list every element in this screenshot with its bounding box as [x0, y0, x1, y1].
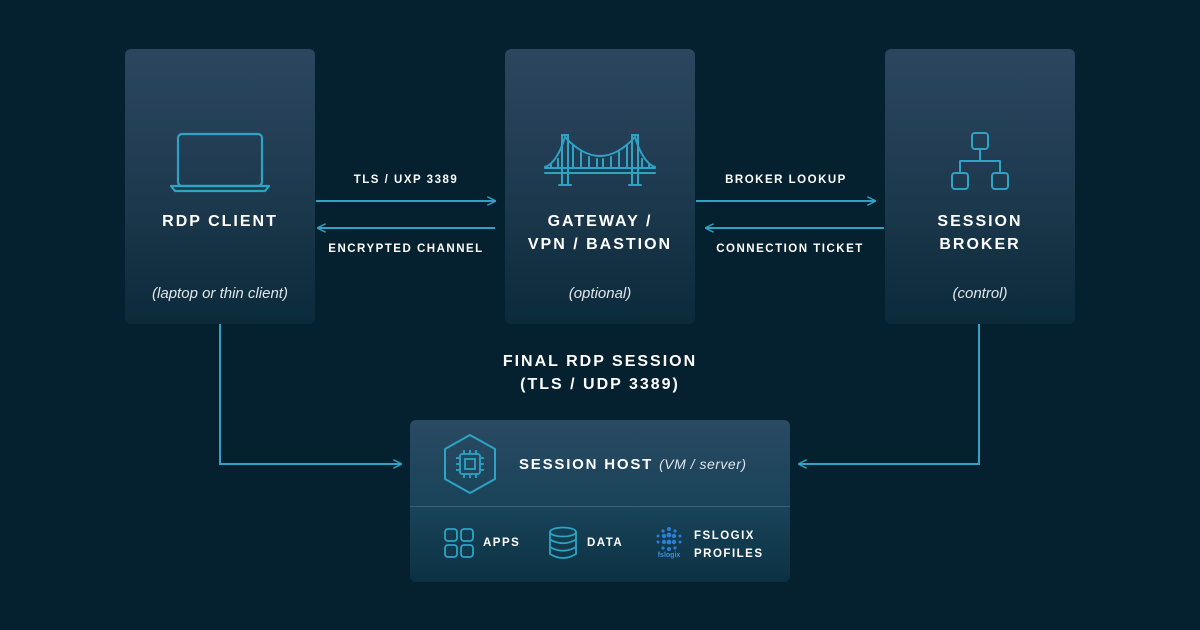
gateway-node: GATEWAY / VPN / BASTION (optional)	[505, 49, 695, 324]
label-broker-lookup: BROKER LOOKUP	[725, 174, 847, 186]
final-session-label: FINAL RDP SESSION	[502, 353, 698, 370]
gateway-subtitle: (optional)	[568, 285, 632, 302]
arrow-broker-to-host	[799, 324, 980, 464]
broker-subtitle: (control)	[952, 285, 1008, 302]
rdp-client-node: RDP CLIENT (laptop or thin client)	[125, 49, 315, 324]
fslogix-label: FSLOGIX	[694, 530, 755, 542]
session-host-note: (VM / server)	[659, 456, 747, 472]
data-label: DATA	[587, 537, 624, 549]
apps-label: APPS	[483, 537, 521, 549]
final-session-protocol: (TLS / UDP 3389)	[520, 376, 680, 393]
hierarchy-icon	[951, 132, 1009, 190]
rdp-client-title: RDP CLIENT	[162, 213, 278, 230]
broker-title-line2: BROKER	[939, 236, 1021, 253]
arrow-client-to-host	[219, 324, 401, 464]
fslogix-logo-text: fslogix	[657, 552, 681, 559]
broker-title-line1: SESSION	[937, 213, 1023, 230]
rdp-client-subtitle: (laptop or thin client)	[152, 285, 288, 302]
session-host-name: SESSION HOST	[519, 456, 654, 473]
fslogix-logo: fslogix	[654, 526, 684, 562]
session-host-node: SESSION HOST (VM / server) APPS DATA fslo…	[410, 420, 790, 582]
gateway-title-line1: GATEWAY /	[547, 213, 653, 230]
database-icon	[549, 526, 577, 559]
session-broker-node: SESSION BROKER (control)	[885, 49, 1075, 324]
label-connection-ticket: CONNECTION TICKET	[716, 243, 864, 255]
apps-grid-icon	[444, 528, 474, 558]
label-tls-uxp: TLS / UXP 3389	[353, 174, 459, 186]
cpu-chip-icon	[444, 434, 496, 494]
host-divider	[410, 506, 790, 507]
label-encrypted-channel: ENCRYPTED CHANNEL	[328, 243, 484, 255]
bridge-icon	[544, 134, 656, 186]
profiles-label: PROFILES	[694, 548, 764, 560]
fslogix-dots-icon	[656, 527, 682, 551]
laptop-icon	[170, 132, 270, 193]
session-host-title: SESSION HOST (VM / server)	[519, 456, 747, 473]
gateway-title-line2: VPN / BASTION	[527, 236, 673, 253]
